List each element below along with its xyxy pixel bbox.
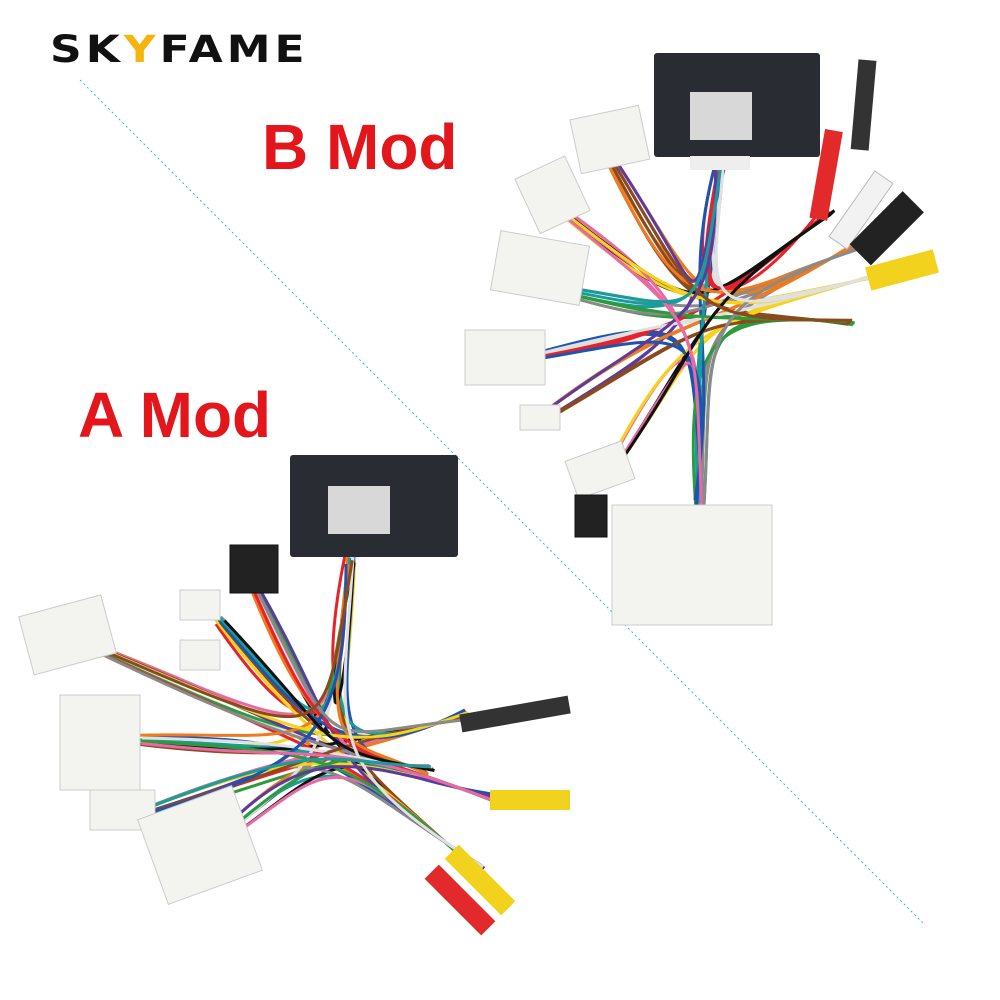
wire: [219, 775, 482, 876]
wire: [560, 166, 723, 304]
divider-line: [79, 79, 926, 926]
wire: [613, 209, 836, 472]
harness-a-decoder-box: [290, 455, 458, 557]
harness-b-decoder-box: [654, 53, 820, 170]
harness-b-wires: [535, 155, 905, 510]
harness-b-connectors: [464, 104, 773, 626]
wire: [714, 166, 904, 303]
wire: [141, 742, 503, 805]
b-mod-label: B Mod: [262, 111, 458, 183]
wire: [343, 556, 484, 869]
wire: [702, 242, 875, 509]
wire: [136, 739, 478, 872]
wire: [610, 159, 853, 322]
wire: [150, 757, 431, 809]
wire: [257, 593, 474, 734]
harness-b-rca-plugs: [809, 59, 939, 291]
wire: [337, 558, 470, 736]
wire: [539, 167, 717, 417]
skyfame-logo: SKYFAME: [50, 28, 309, 72]
a-mod-label: A Mod: [78, 379, 272, 451]
wire: [223, 619, 435, 772]
wire: [702, 317, 854, 509]
wire: [535, 340, 703, 510]
wire: [101, 560, 354, 719]
harness-a-wires: [96, 554, 505, 876]
harness-a-rca-plugs: [424, 695, 571, 936]
wire: [560, 212, 703, 509]
harness-a-connectors: [18, 544, 279, 906]
